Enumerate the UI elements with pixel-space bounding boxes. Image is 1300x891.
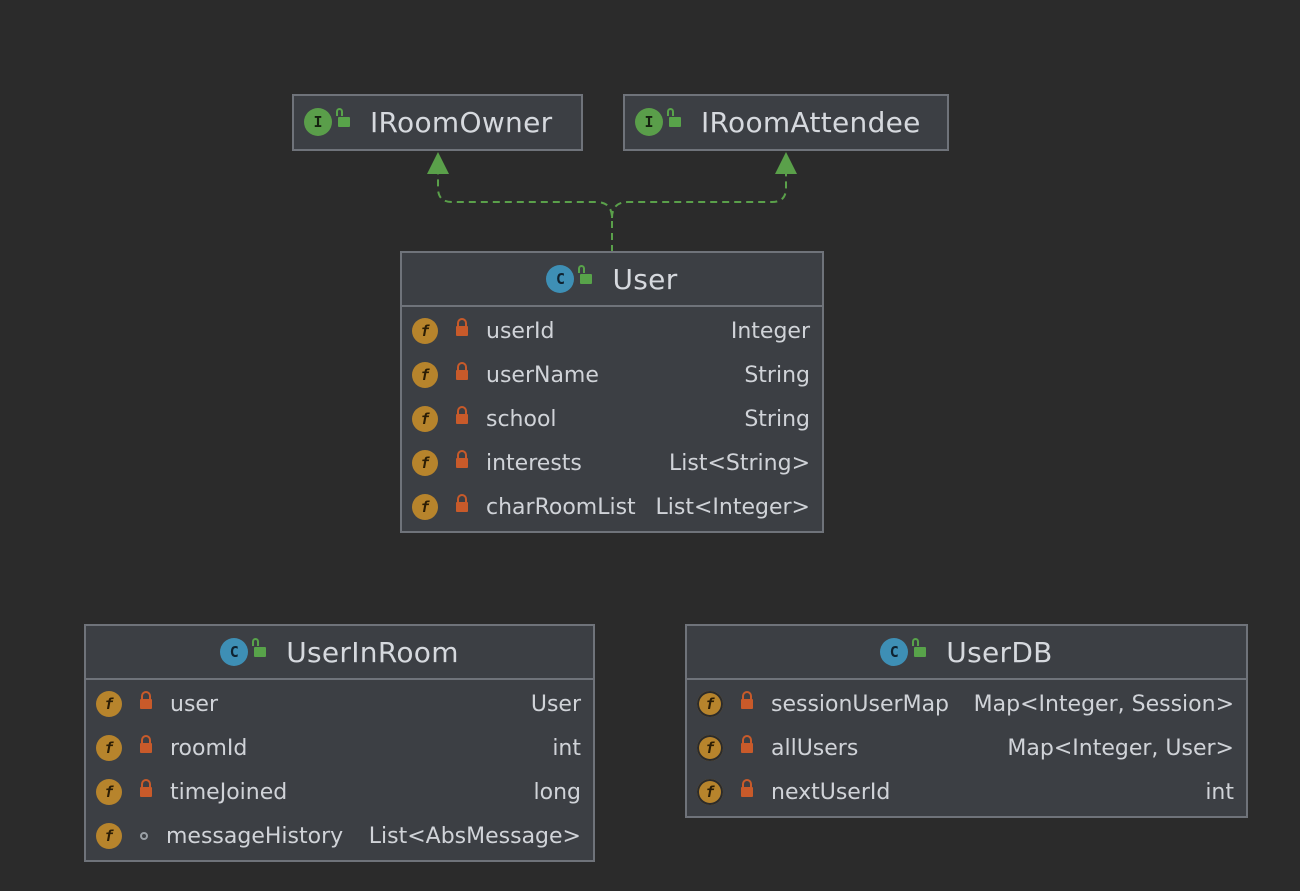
private-lock-icon [456,450,468,468]
private-lock-icon [456,494,468,512]
package-visibility-icon [140,832,148,840]
field-name: roomId [170,735,248,761]
realization-edge-iroomowner [437,172,613,252]
field-row[interactable]: f charRoomList List<Integer> [402,485,822,529]
field-type: List<AbsMessage> [368,823,581,849]
private-lock-icon [741,735,753,753]
field-icon: f [412,362,438,388]
field-type: int [552,735,581,761]
field-name: user [170,691,218,717]
field-icon: f [412,406,438,432]
field-icon: f [96,735,122,761]
class-node-user[interactable]: C User f userId Integer f userName Strin… [400,251,824,533]
class-icon: C [220,638,249,666]
field-type: Integer [730,318,810,344]
realization-arrowhead-iroomowner [427,152,449,174]
private-lock-icon [456,362,468,380]
private-lock-icon [456,318,468,336]
interface-node-iroomattendee[interactable]: I IRoomAttendee [623,94,949,151]
class-header: C User [402,253,822,307]
field-type: int [1205,779,1234,805]
realization-edge-iroomattendee [611,172,787,219]
field-name: charRoomList [486,494,636,520]
interface-icon: I [304,108,332,136]
interface-node-iroomowner[interactable]: I IRoomOwner [292,94,583,151]
public-lock-icon [336,108,350,127]
static-field-icon: f [697,735,723,761]
field-name: messageHistory [166,823,344,849]
field-row[interactable]: f nextUserId int [687,770,1246,814]
field-name: interests [486,450,582,476]
class-header: C UserInRoom [86,626,593,680]
field-type: User [530,691,581,717]
field-name: userId [486,318,555,344]
private-lock-icon [741,779,753,797]
class-node-userdb[interactable]: C UserDB f sessionUserMap Map<Integer, S… [685,624,1248,818]
class-icon: C [880,638,909,666]
field-type: String [744,362,810,388]
private-lock-icon [140,779,152,797]
field-icon: f [412,318,438,344]
field-type: List<String> [669,450,810,476]
field-row[interactable]: f interests List<String> [402,441,822,485]
public-lock-icon [667,108,681,127]
field-name: allUsers [771,735,859,761]
class-icon: C [546,265,575,293]
private-lock-icon [741,691,753,709]
public-lock-icon [252,638,267,657]
field-type: long [533,779,581,805]
field-row[interactable]: f userName String [402,353,822,397]
interface-name: IRoomAttendee [701,105,921,139]
field-icon: f [412,494,438,520]
static-field-icon: f [697,779,723,805]
field-row[interactable]: f messageHistory List<AbsMessage> [86,814,593,858]
field-list: f user User f roomId int f timeJoined lo… [86,680,593,858]
class-header: C UserDB [687,626,1246,680]
class-name: UserInRoom [286,635,459,669]
field-name: userName [486,362,599,388]
private-lock-icon [140,691,152,709]
field-row[interactable]: f userId Integer [402,309,822,353]
field-row[interactable]: f timeJoined long [86,770,593,814]
field-row[interactable]: f sessionUserMap Map<Integer, Session> [687,682,1246,726]
field-icon: f [412,450,438,476]
interface-header: I IRoomOwner [294,96,581,148]
field-name: school [486,406,557,432]
class-node-userinroom[interactable]: C UserInRoom f user User f roomId int f … [84,624,595,862]
field-icon: f [96,823,122,849]
field-type: List<Integer> [655,494,810,520]
field-list: f userId Integer f userName String f sch… [402,307,822,529]
field-row[interactable]: f roomId int [86,726,593,770]
field-row[interactable]: f user User [86,682,593,726]
field-type: Map<Integer, User> [1007,735,1234,761]
field-icon: f [96,691,122,717]
field-name: timeJoined [170,779,288,805]
public-lock-icon [912,638,927,657]
field-list: f sessionUserMap Map<Integer, Session> f… [687,680,1246,814]
class-name: User [612,262,678,296]
interface-header: I IRoomAttendee [625,96,947,148]
field-icon: f [96,779,122,805]
static-field-icon: f [697,691,723,717]
field-name: sessionUserMap [771,691,950,717]
private-lock-icon [140,735,152,753]
field-row[interactable]: f school String [402,397,822,441]
interface-icon: I [635,108,663,136]
class-name: UserDB [946,635,1053,669]
interface-name: IRoomOwner [370,105,553,139]
field-name: nextUserId [771,779,891,805]
private-lock-icon [456,406,468,424]
realization-arrowhead-iroomattendee [775,152,797,174]
field-type: String [744,406,810,432]
public-lock-icon [578,265,593,284]
field-type: Map<Integer, Session> [973,691,1234,717]
field-row[interactable]: f allUsers Map<Integer, User> [687,726,1246,770]
